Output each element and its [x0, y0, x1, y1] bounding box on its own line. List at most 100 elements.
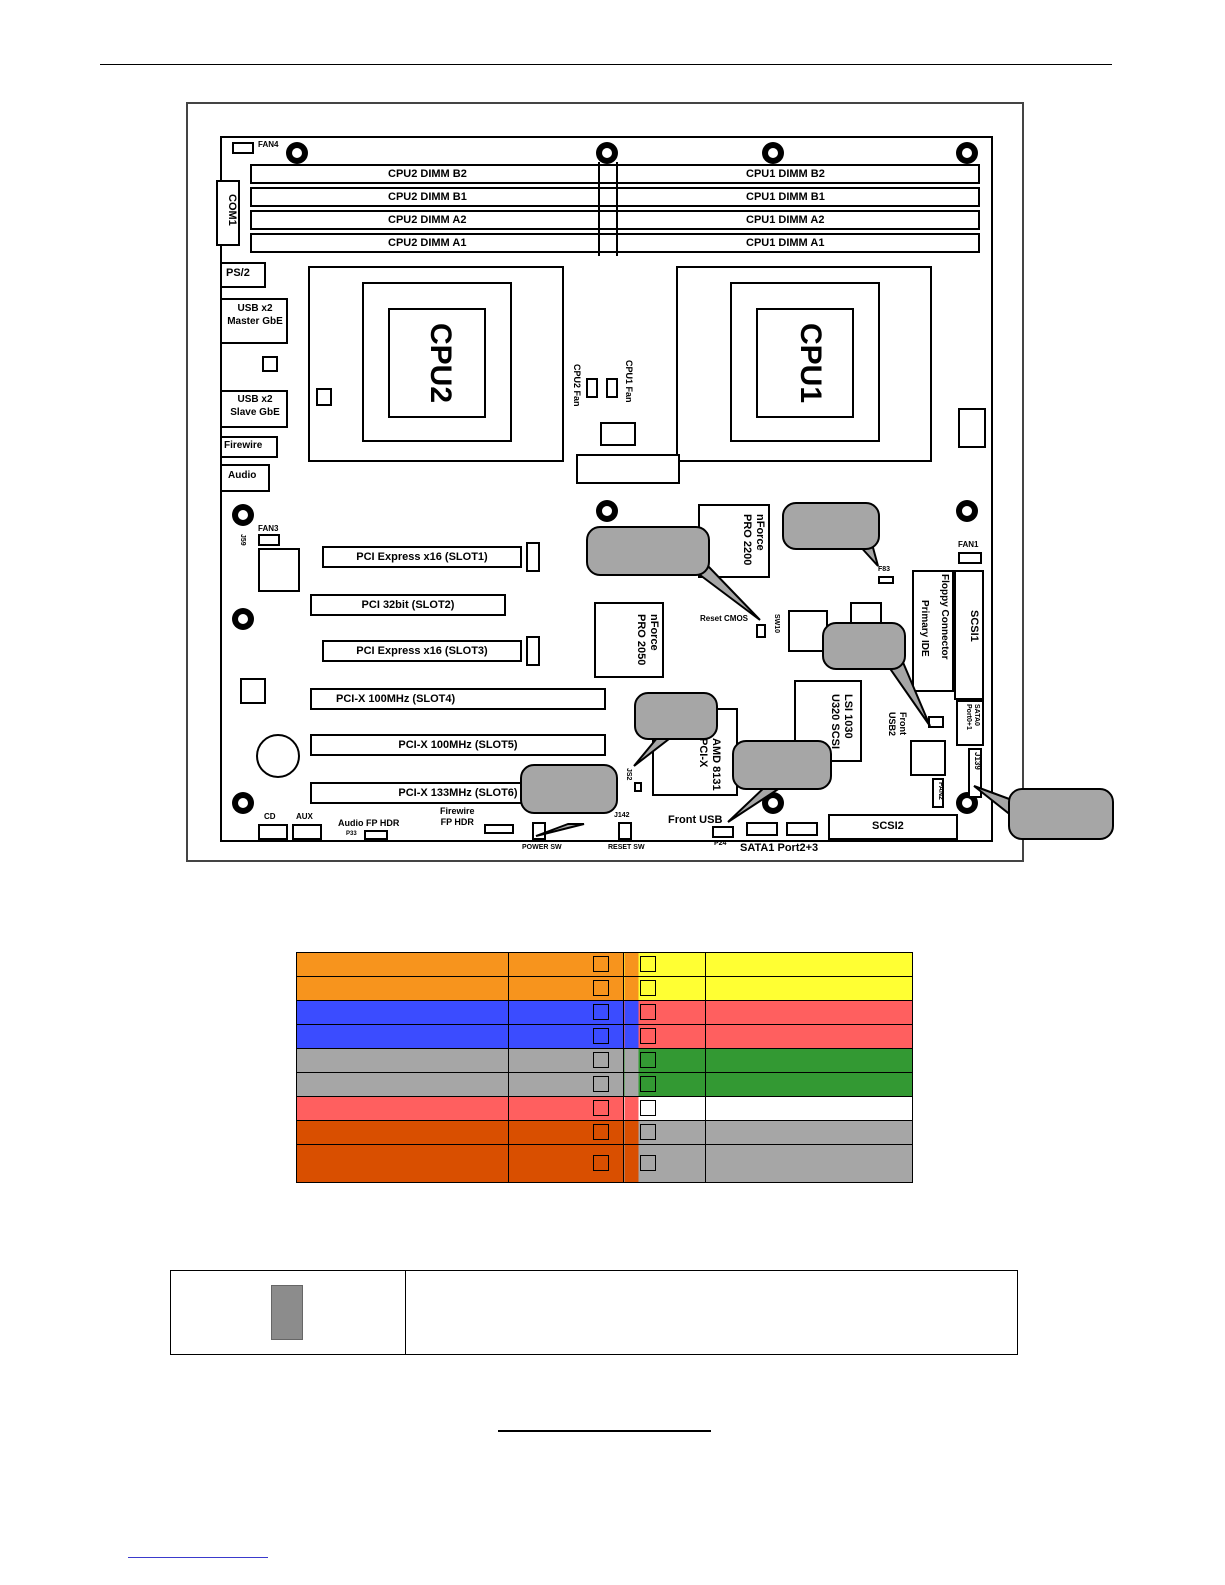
dimm-cpu2-a1: CPU2 DIMM A1 CPU1 DIMM A1: [250, 233, 980, 253]
com1-port: [216, 180, 240, 246]
color-cell: [623, 1096, 707, 1121]
reset-sw-label: RESET SW: [608, 844, 645, 851]
p33-label: P33: [346, 831, 357, 837]
color-cell: [507, 1072, 625, 1097]
j139-header: [968, 748, 982, 798]
ps2-label: PS/2: [226, 267, 250, 279]
cpu1-socket-frame: [730, 282, 880, 442]
callout-j139: [1008, 788, 1114, 840]
js2-jumper: [634, 782, 642, 792]
color-square: [640, 1052, 657, 1068]
cpu2-die: [388, 308, 486, 418]
cpu1-die: [756, 308, 854, 418]
color-cell: [507, 1120, 625, 1145]
cpu1-fan-header: [606, 378, 618, 398]
scsi2-label: SCSI2: [872, 820, 904, 832]
color-table-row: [296, 1120, 913, 1145]
slot-retention: [526, 542, 540, 572]
color-table-row: [296, 1096, 913, 1121]
color-table-row: [296, 976, 913, 1001]
pci-slot-2: PCI 32bit (SLOT2): [310, 594, 506, 616]
j142-label: J142: [614, 812, 630, 819]
color-cell: [623, 1144, 707, 1183]
dimm-label: CPU1 DIMM B1: [746, 191, 825, 203]
dimm-cpu2-b1: CPU2 DIMM B1 CPU1 DIMM B1: [250, 187, 980, 207]
mount-hole: [956, 142, 978, 164]
fan1-label: FAN1: [958, 540, 979, 549]
dimm-cpu2-a2: CPU2 DIMM A2 CPU1 DIMM A2: [250, 210, 980, 230]
color-square: [592, 1004, 609, 1020]
firewire-label: Firewire: [224, 440, 263, 451]
atx-power-connector: [576, 454, 680, 484]
usb-master-port: [220, 298, 288, 344]
dimm-label: CPU2 DIMM A1: [388, 237, 467, 249]
color-square: [592, 1076, 609, 1092]
color-cell: [623, 1000, 707, 1025]
dimm-label: CPU2 DIMM B1: [388, 191, 467, 203]
mount-hole: [596, 500, 618, 522]
color-cell: [296, 1096, 509, 1121]
component: [316, 388, 332, 406]
color-cell: [623, 1072, 707, 1097]
mount-hole: [956, 500, 978, 522]
power-sw-label: POWER SW: [522, 844, 562, 851]
pci-slot-3: PCI Express x16 (SLOT3): [322, 640, 522, 662]
dimm-label: CPU1 DIMM A2: [746, 214, 825, 226]
component: [910, 740, 946, 776]
footer-link-underline: [128, 1557, 268, 1558]
dimm-label: CPU2 DIMM A2: [388, 214, 467, 226]
fan4-label: FAN4: [258, 140, 279, 149]
color-square: [640, 1124, 657, 1140]
f83-label: F83: [878, 566, 891, 573]
color-square: [640, 1155, 657, 1171]
legend-box: [170, 1270, 1018, 1355]
sata0-connector: [956, 700, 984, 746]
color-cell: [705, 1072, 913, 1097]
usb-slave-label: USB x2 Slave GbE: [230, 394, 280, 418]
callout-firewire-fp: [520, 764, 618, 814]
aux-label: AUX: [296, 812, 313, 821]
motherboard-diagram: FAN4 CPU2 DIMM B2 CPU1 DIMM B2 CPU2 DIMM…: [186, 102, 1114, 862]
color-table: [296, 952, 913, 1183]
color-cell: [507, 1144, 625, 1183]
callout-js2: [634, 692, 718, 740]
color-table-row: [296, 1048, 913, 1073]
color-table-row: [296, 1024, 913, 1049]
color-cell: [705, 1144, 913, 1183]
dimm-label: CPU1 DIMM A1: [746, 237, 825, 249]
sata1-label: SATA1 Port2+3: [740, 842, 819, 854]
slot-label: PCI Express x16 (SLOT1): [356, 551, 488, 563]
cpu2-socket: [308, 266, 564, 462]
color-square: [640, 1028, 657, 1044]
firewire-fp-header: [484, 824, 514, 834]
color-cell: [705, 952, 913, 977]
callout-reset-cmos: [586, 526, 710, 576]
color-square: [592, 1052, 609, 1068]
mount-hole: [762, 792, 784, 814]
slot-label: PCI-X 100MHz (SLOT5): [398, 739, 518, 751]
mount-hole: [762, 142, 784, 164]
battery: [256, 734, 300, 778]
color-table-row: [296, 952, 913, 977]
mount-hole: [232, 792, 254, 814]
color-cell: [507, 976, 625, 1001]
dimm-label: CPU2 DIMM B2: [388, 168, 467, 180]
aux-audio-connector: [292, 824, 322, 840]
floppy-ide-connector: [912, 570, 954, 692]
dimm-center-divider: [598, 162, 618, 256]
cpu2-fan-header: [586, 378, 598, 398]
sata1-port3-connector: [786, 822, 818, 836]
color-square: [640, 956, 657, 972]
firewire-fp-label: Firewire FP HDR: [440, 806, 475, 827]
audio-port: [220, 464, 270, 492]
power-switch: [532, 822, 546, 840]
sata1-port2-connector: [746, 822, 778, 836]
dimm-cpu2-b2: CPU2 DIMM B2 CPU1 DIMM B2: [250, 164, 980, 184]
color-square: [592, 1028, 609, 1044]
sw10-switch: [756, 624, 766, 638]
f83-header: [878, 576, 894, 584]
motherboard-outline: FAN4 CPU2 DIMM B2 CPU1 DIMM B2 CPU2 DIMM…: [216, 136, 993, 854]
color-cell: [296, 952, 509, 977]
front-usb-header: [712, 826, 734, 838]
cd-label: CD: [264, 812, 276, 821]
